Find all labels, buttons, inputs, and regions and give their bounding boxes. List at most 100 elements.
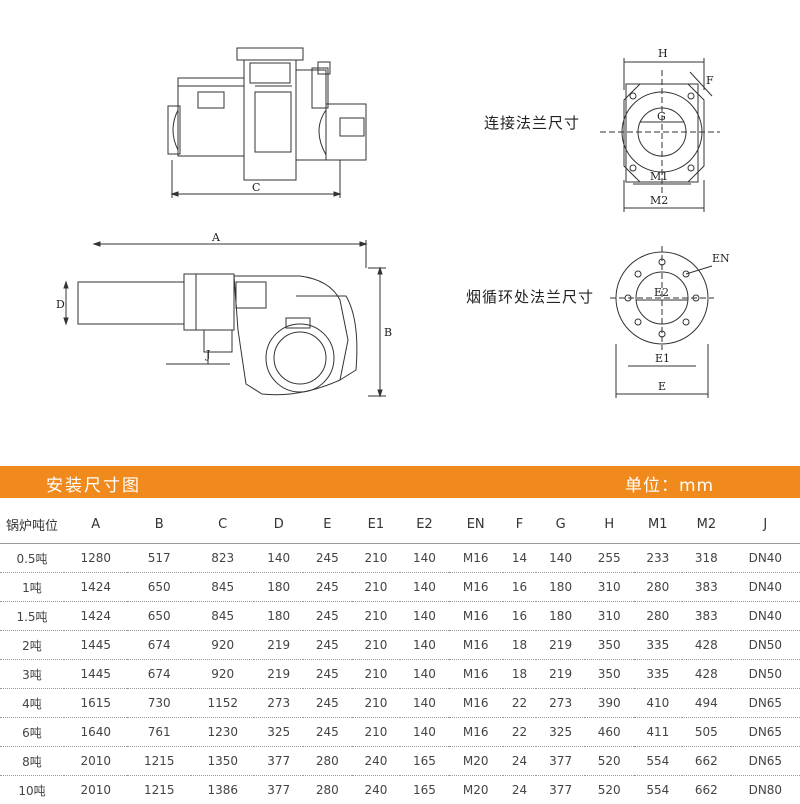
table-cell: 14 <box>503 544 537 573</box>
table-cell: 1215 <box>127 747 190 776</box>
table-cell: 845 <box>191 602 254 631</box>
table-cell: 280 <box>634 602 683 631</box>
table-cell: M16 <box>449 689 503 718</box>
boiler-capacity-cell: 10吨 <box>0 776 64 804</box>
table-cell: 1230 <box>191 718 254 747</box>
table-cell: 16 <box>503 602 537 631</box>
boiler-capacity-cell: 2吨 <box>0 631 64 660</box>
table-cell: 219 <box>254 631 303 660</box>
boiler-capacity-cell: 8吨 <box>0 747 64 776</box>
table-cell: 245 <box>303 660 352 689</box>
table-cell: M16 <box>449 631 503 660</box>
table-cell: 377 <box>536 776 585 804</box>
table-cell: 2010 <box>64 747 127 776</box>
table-cell: 383 <box>682 602 731 631</box>
table-cell: DN65 <box>731 718 800 747</box>
technical-drawings: C A B D J H F G M1 M2 EN E2 E1 E <box>0 0 800 460</box>
table-cell: 280 <box>303 747 352 776</box>
dim-label-e2: E2 <box>654 286 669 299</box>
table-cell: 310 <box>585 602 634 631</box>
table-cell: 245 <box>303 689 352 718</box>
table-cell: M16 <box>449 660 503 689</box>
table-cell: 335 <box>634 631 683 660</box>
table-cell: 920 <box>191 631 254 660</box>
column-header: 锅炉吨位 <box>0 505 64 544</box>
table-cell: 428 <box>682 631 731 660</box>
table-cell: 180 <box>254 573 303 602</box>
table-cell: 318 <box>682 544 731 573</box>
table-cell: 350 <box>585 660 634 689</box>
table-cell: 730 <box>127 689 190 718</box>
table-cell: 18 <box>503 631 537 660</box>
table-cell: 22 <box>503 718 537 747</box>
table-cell: 1445 <box>64 660 127 689</box>
table-cell: 140 <box>536 544 585 573</box>
table-cell: M16 <box>449 544 503 573</box>
table-cell: 240 <box>352 747 401 776</box>
table-cell: 377 <box>536 747 585 776</box>
table-cell: 140 <box>400 718 449 747</box>
table-cell: 245 <box>303 602 352 631</box>
dim-label-en: EN <box>712 252 730 265</box>
table-cell: 650 <box>127 602 190 631</box>
table-cell: 273 <box>536 689 585 718</box>
dim-label-a: A <box>211 231 221 244</box>
table-cell: 180 <box>536 573 585 602</box>
table-cell: 1615 <box>64 689 127 718</box>
table-cell: 920 <box>191 660 254 689</box>
table-cell: M20 <box>449 747 503 776</box>
boiler-capacity-cell: 6吨 <box>0 718 64 747</box>
table-cell: 310 <box>585 573 634 602</box>
table-cell: 245 <box>303 544 352 573</box>
table-cell: M16 <box>449 718 503 747</box>
table-cell: 662 <box>682 747 731 776</box>
table-cell: 210 <box>352 689 401 718</box>
table-cell: 165 <box>400 747 449 776</box>
table-cell: 140 <box>400 660 449 689</box>
table-cell: 219 <box>536 631 585 660</box>
table-cell: 325 <box>536 718 585 747</box>
table-cell: 210 <box>352 631 401 660</box>
table-cell: 554 <box>634 747 683 776</box>
table-cell: 520 <box>585 776 634 804</box>
dim-label-e: E <box>658 380 666 393</box>
table-cell: 325 <box>254 718 303 747</box>
dim-label-m1: M1 <box>650 170 668 183</box>
table-cell: DN65 <box>731 689 800 718</box>
table-cell: 210 <box>352 602 401 631</box>
table-cell: 210 <box>352 660 401 689</box>
table-cell: 411 <box>634 718 683 747</box>
dim-label-g: G <box>657 110 666 123</box>
table-cell: 240 <box>352 776 401 804</box>
boiler-capacity-cell: 0.5吨 <box>0 544 64 573</box>
table-cell: 210 <box>352 573 401 602</box>
table-cell: M16 <box>449 573 503 602</box>
recirc-flange-label: 烟循环处法兰尺寸 <box>466 286 594 307</box>
table-cell: M16 <box>449 602 503 631</box>
table-cell: 1152 <box>191 689 254 718</box>
table-cell: 1640 <box>64 718 127 747</box>
column-header: G <box>536 505 585 544</box>
table-cell: 674 <box>127 631 190 660</box>
table-cell: 280 <box>634 573 683 602</box>
table-cell: 662 <box>682 776 731 804</box>
burner-top-view <box>168 48 366 198</box>
column-header: E1 <box>352 505 401 544</box>
column-header: A <box>64 505 127 544</box>
column-header: H <box>585 505 634 544</box>
dim-label-h: H <box>658 47 668 60</box>
table-cell: DN40 <box>731 573 800 602</box>
table-cell: 554 <box>634 776 683 804</box>
table-cell: 273 <box>254 689 303 718</box>
table-cell: 165 <box>400 776 449 804</box>
table-cell: 460 <box>585 718 634 747</box>
